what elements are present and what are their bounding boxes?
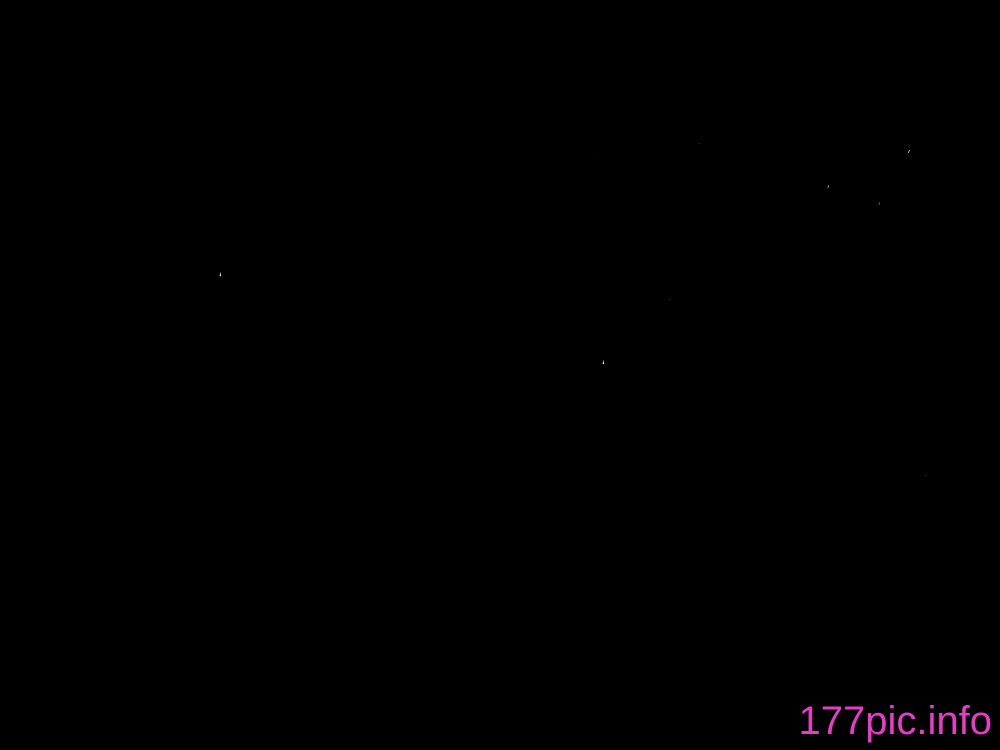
text-line: 而我、 — [275, 69, 307, 149]
text-line: 去了外地的大学、 — [232, 83, 264, 293]
text-line: 就是这样的我、最后也去参加了考试、 — [898, 61, 930, 505]
text-line: 听说她毕业之后开始一个人生活了、 — [585, 67, 617, 485]
text-line: 考完试我才知道、 — [672, 67, 704, 277]
text-line: 但是关于她的传闻不止这些。 — [555, 67, 587, 407]
text-line: 律酱没有去参加考试。 — [642, 67, 674, 329]
text-line: 有些流言蜚语说、 — [498, 69, 530, 279]
text-line: 从春天开始一个人生活了。 — [202, 83, 234, 397]
text-line: 看来之前和律酱一起学习的时间没有白费。 — [816, 69, 848, 565]
watermark-text: 177pic.info — [798, 699, 992, 743]
text-line: 而且竟然合格了。 — [868, 61, 900, 271]
text-line: 她在某个旅馆工作。 — [468, 69, 500, 305]
